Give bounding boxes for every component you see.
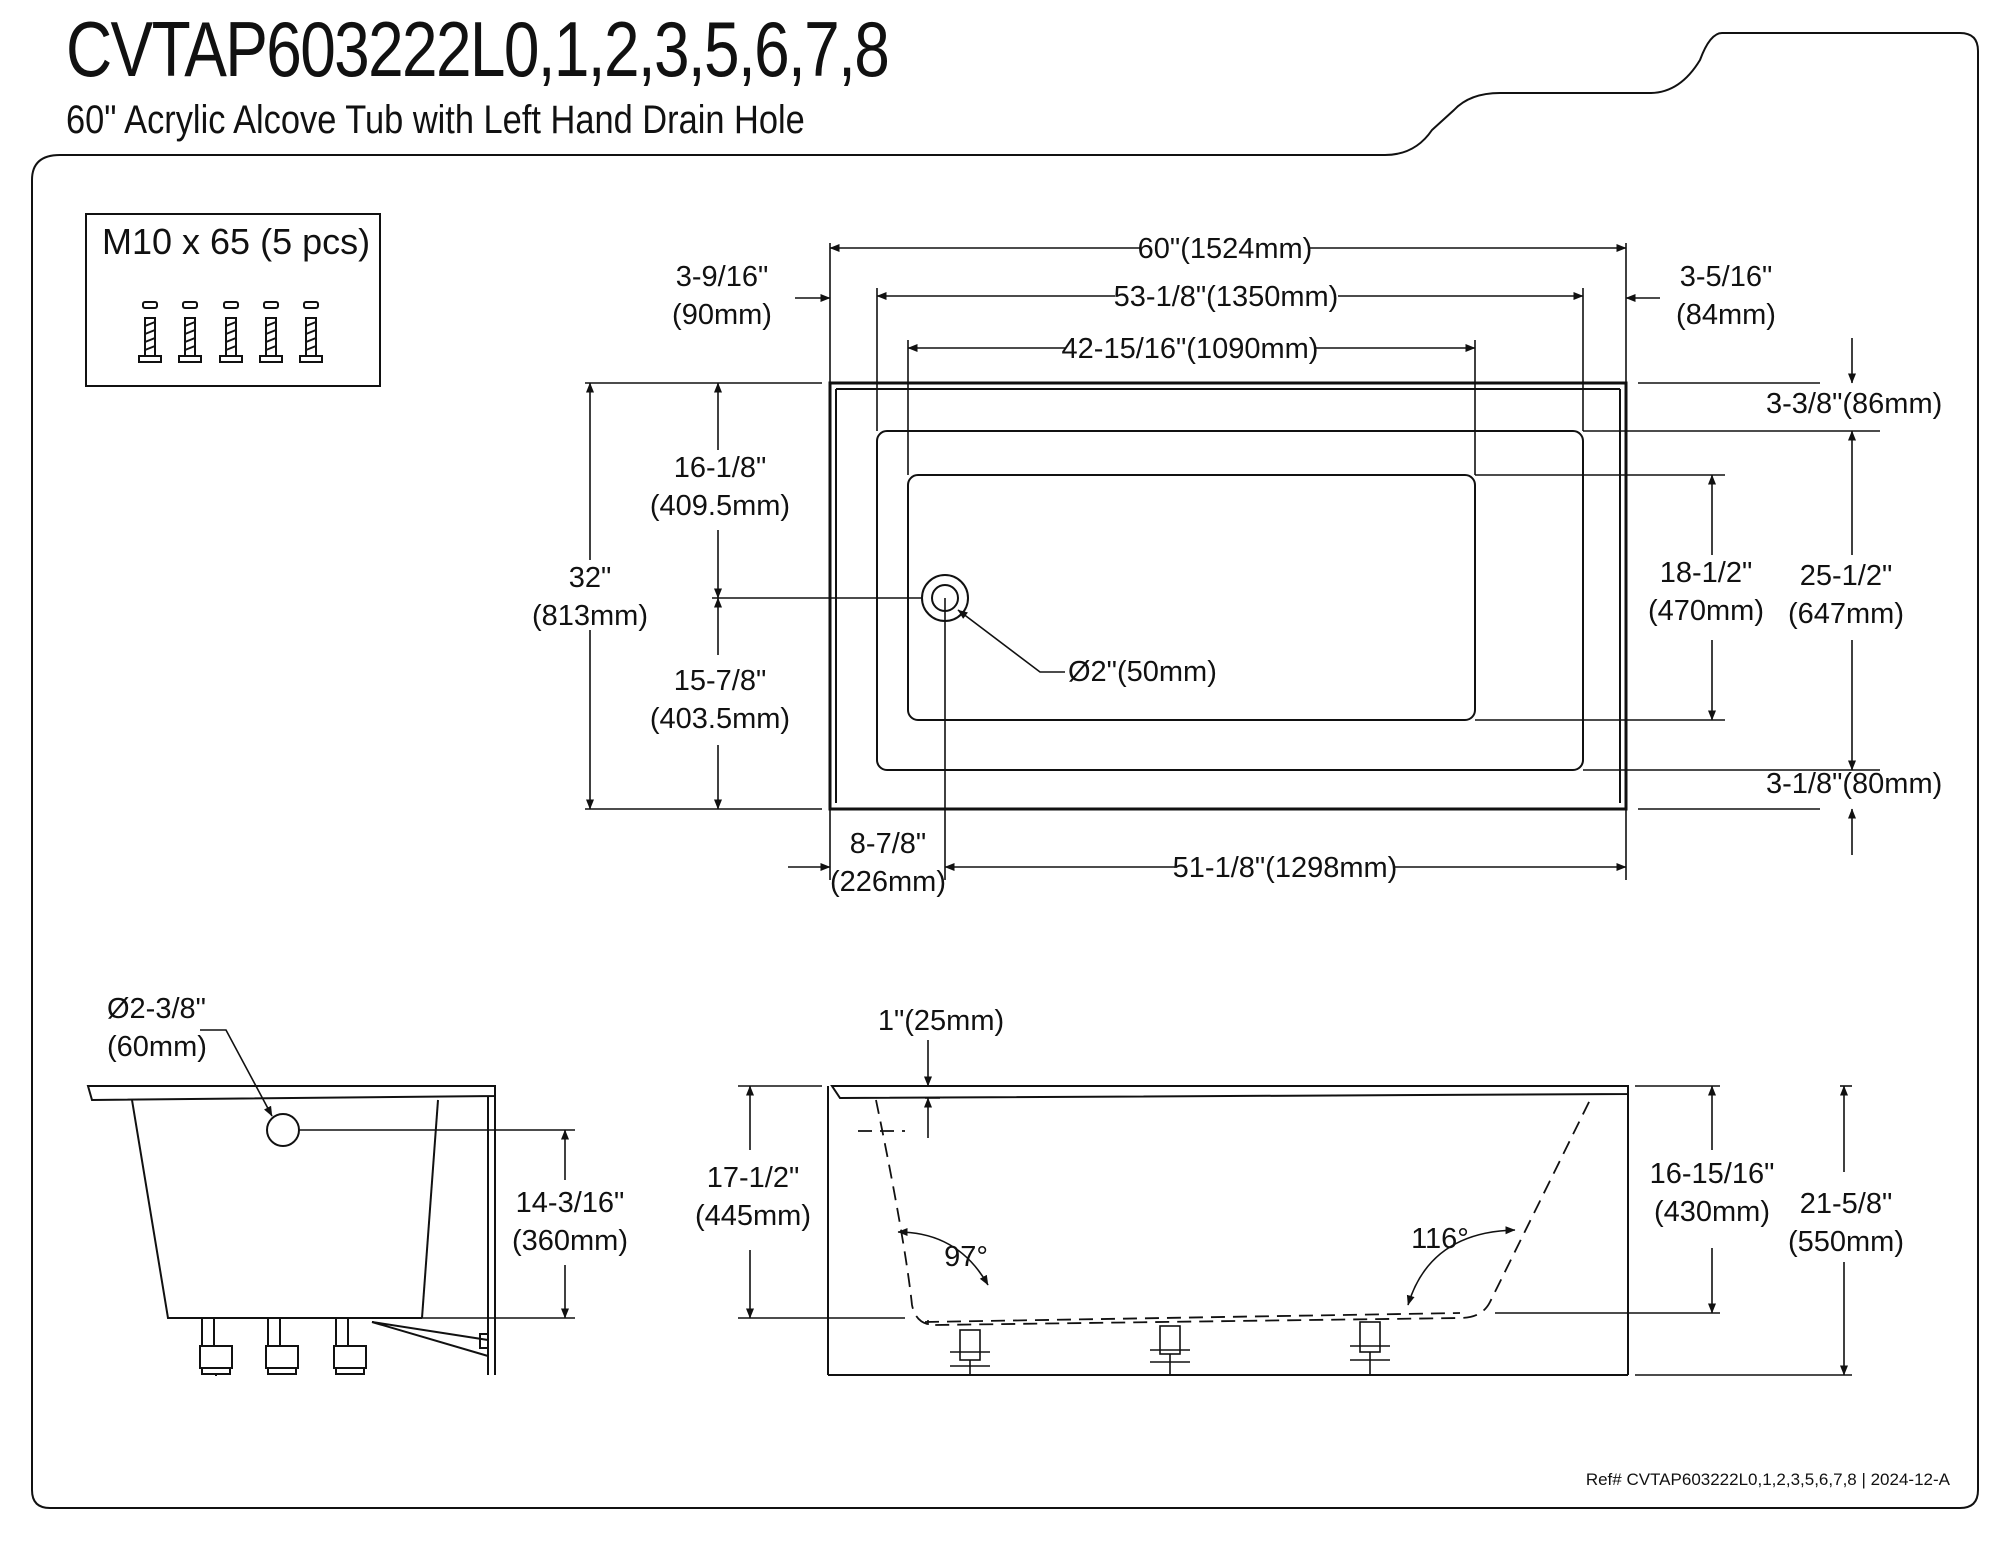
side-view <box>86 1085 496 1376</box>
drain-to-end-label: 51-1/8"(1298mm) <box>1173 852 1398 884</box>
bottom-rim-label: 3-1/8"(80mm) <box>1766 768 1942 800</box>
left-offset-mm: (90mm) <box>672 299 772 331</box>
front-view-labels: 1"(25mm) 17-1/2" (445mm) 16-15/16" (430m… <box>695 1005 1904 1273</box>
product-title: CVTAP603222L0,1,2,3,5,6,7,8 <box>66 5 890 93</box>
right-angle-label: 116° <box>1411 1223 1469 1255</box>
drain-diameter-label: Ø2"(50mm) <box>1068 656 1217 688</box>
bottom-width-in: 18-1/2" <box>1660 557 1753 589</box>
top-view <box>828 381 1628 811</box>
overall-width-mm: (813mm) <box>532 600 648 632</box>
left-offset-in: 3-9/16" <box>676 261 769 293</box>
front-view-dimensions <box>738 1040 1852 1376</box>
water-depth-mm: (445mm) <box>695 1200 811 1232</box>
drain-offset-in: 8-7/8" <box>850 828 926 860</box>
front-view <box>827 1085 1629 1376</box>
overall-height-mm: (550mm) <box>1788 1226 1904 1258</box>
support-leg-icon <box>199 1317 367 1376</box>
reference-code: Ref# CVTAP603222L0,1,2,3,5,6,7,8 | 2024-… <box>1586 1470 1951 1489</box>
top-view-dimensions <box>585 243 1880 880</box>
left-angle-label: 97° <box>944 1241 988 1273</box>
drawing-frame <box>31 32 1979 1509</box>
overflow-diameter-mm: (60mm) <box>107 1031 207 1063</box>
drain-offset-mm: (226mm) <box>830 866 946 898</box>
inner-width-mm: (647mm) <box>1788 598 1904 630</box>
drain-to-lower-mm: (403.5mm) <box>650 703 790 735</box>
bottom-width-mm: (470mm) <box>1648 595 1764 627</box>
overflow-height-in: 14-3/16" <box>516 1187 625 1219</box>
upper-to-drain-in: 16-1/8" <box>674 452 767 484</box>
side-view-labels: Ø2-3/8" (60mm) 14-3/16" (360mm) <box>107 993 628 1257</box>
overflow-height-mm: (360mm) <box>512 1225 628 1257</box>
inside-depth-mm: (430mm) <box>1654 1196 1770 1228</box>
overall-width-in: 32" <box>569 562 612 594</box>
bolt-icon <box>138 301 323 363</box>
top-view-labels: 60"(1524mm) 53-1/8"(1350mm) 42-15/16"(10… <box>532 233 1942 898</box>
water-depth-in: 17-1/2" <box>707 1162 800 1194</box>
inner-rim-length-label: 53-1/8"(1350mm) <box>1114 281 1339 313</box>
right-offset-mm: (84mm) <box>1676 299 1776 331</box>
hardware-box: M10 x 65 (5 pcs) <box>85 213 381 387</box>
bottom-length-label: 42-15/16"(1090mm) <box>1062 333 1319 365</box>
inside-depth-in: 16-15/16" <box>1650 1158 1775 1190</box>
right-offset-in: 3-5/16" <box>1680 261 1773 293</box>
side-view-dimensions <box>200 1029 575 1319</box>
upper-to-drain-mm: (409.5mm) <box>650 490 790 522</box>
rim-thickness-label: 1"(25mm) <box>878 1005 1004 1037</box>
overall-height-in: 21-5/8" <box>1800 1188 1893 1220</box>
top-rim-label: 3-3/8"(86mm) <box>1766 388 1942 420</box>
overall-length-label: 60"(1524mm) <box>1138 233 1313 265</box>
overflow-icon <box>266 1113 300 1147</box>
support-foot-icon <box>927 1320 1390 1375</box>
inner-width-in: 25-1/2" <box>1800 560 1893 592</box>
overflow-diameter-in: Ø2-3/8" <box>107 993 206 1025</box>
drain-to-lower-in: 15-7/8" <box>674 665 767 697</box>
product-subtitle: 60" Acrylic Alcove Tub with Left Hand Dr… <box>66 98 805 142</box>
hardware-label: M10 x 65 (5 pcs) <box>102 221 370 262</box>
